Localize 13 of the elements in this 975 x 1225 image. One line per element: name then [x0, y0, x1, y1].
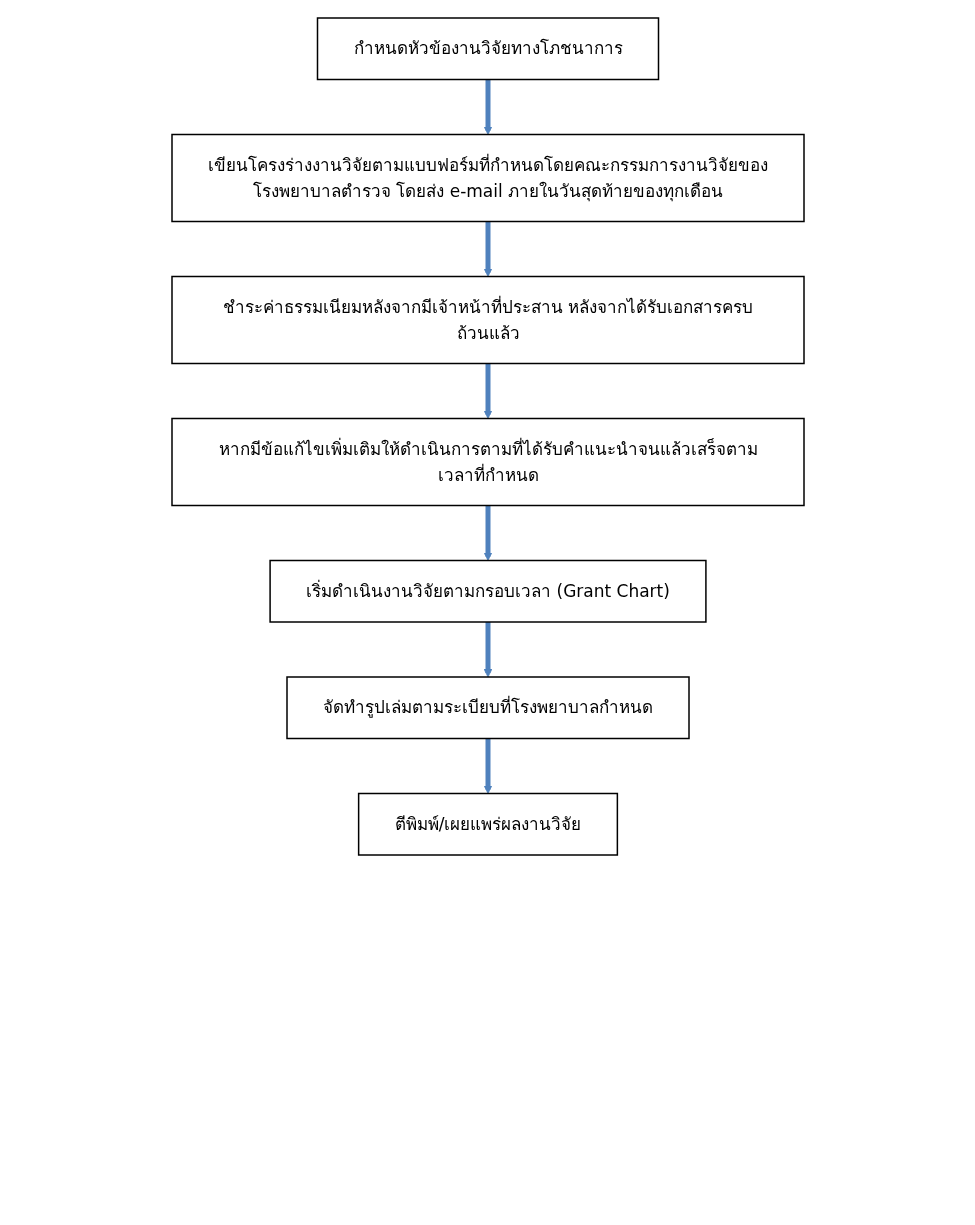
- arrow: [483, 363, 492, 419]
- arrow: [483, 221, 492, 277]
- node-box: หากมีข้อแก้ไขเพิ่มเติมให้ดำเนินการตามที่ได้รับคำแนะนำจนแล้วเสร็จตามเวลาที่กำหนด: [170, 417, 805, 507]
- node-box: จัดทำรูปเล่มตามระเบียบที่โรงพยาบาลกำหนด: [285, 676, 690, 740]
- node-box: ตีพิมพ์/เผยแพร่ผลงานวิจัย: [357, 792, 618, 856]
- arrow: [483, 505, 492, 561]
- arrow: [483, 79, 492, 135]
- node-box: กำหนดหัวข้องานวิจัยทางโภชนาการ: [316, 17, 659, 81]
- node-box: เขียนโครงร่างงานวิจัยตามแบบฟอร์มที่กำหนดโดยคณะกรรมการงานวิจัยของโรงพยาบาลตำรวจ โดยส่ง e-mail ภายในวันสุดท้ายของทุกเดือน: [170, 133, 805, 223]
- arrow: [483, 738, 492, 794]
- node-box: เริ่มดำเนินงานวิจัยตามกรอบเวลา (Grant Chart): [268, 559, 707, 623]
- arrow: [483, 622, 492, 678]
- node-box: ชำระค่าธรรมเนียมหลังจากมีเจ้าหน้าที่ประสาน หลังจากได้รับเอกสารครบถ้วนแล้ว: [170, 275, 805, 365]
